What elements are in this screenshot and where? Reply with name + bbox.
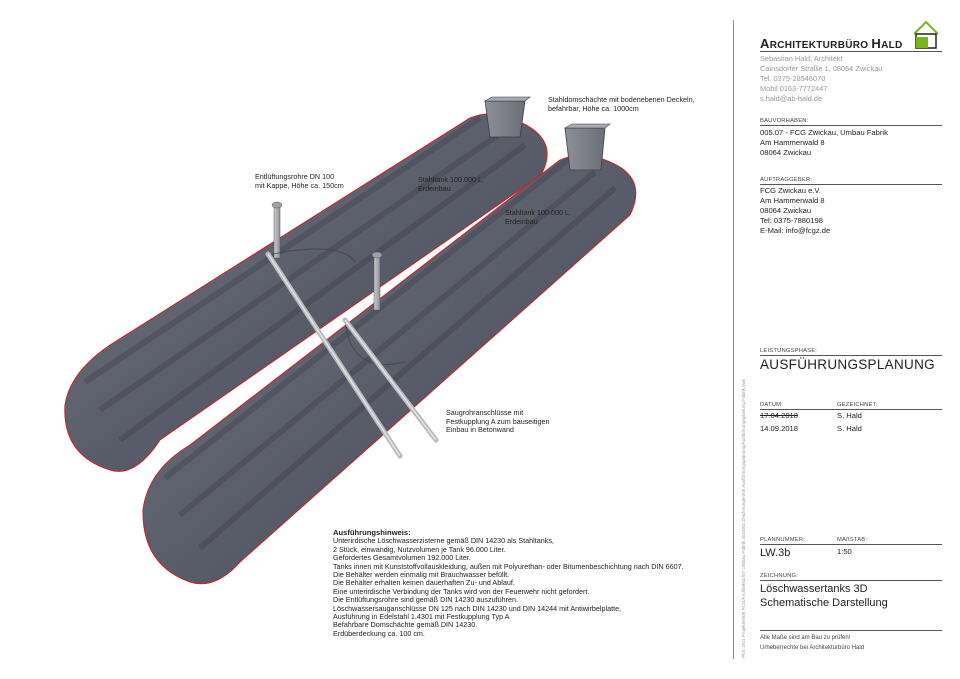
notes-line: Erdüberdeckung ca. 100 cm. [333,628,425,638]
notes-heading: Ausführungshinweis: [333,528,411,537]
tank-1 [64,113,548,472]
label-dome-shafts: Stahldomschächte mit bodenebenen Deckeln… [548,95,695,113]
notes-line: Befahrbare Domschächte gemäß DIN 14230. [333,620,478,630]
label-vent-pipes: Entlüftungsrohre DN 100 mit Kappe, Höhe … [255,172,344,190]
drawn-new: S. Hald [837,424,862,433]
vent-pipe-2 [371,251,383,311]
disclaimer-copyright: Urheberrechte bei Architekturbüro Hald [760,645,865,651]
notes-line: 2 Stück, einwandig, Nutzvolumen je Tank … [333,544,506,554]
project-value: 005.07 - FCG Zwickau, Umbau Fabrik Am Ha… [760,128,888,157]
date-label: DATUM: [760,402,783,408]
notes-line: Löschwassersauganschlüsse DN 125 nach DI… [333,603,622,613]
date-new: 14.09.2018 [760,424,799,433]
drawn-label: GEZEICHNET: [837,402,878,408]
notes-line: Gefordertes Gesamtvolumen 192.000 Liter. [333,553,471,563]
notes-line: Die Behälter werden einmalig mit Brauchw… [333,570,510,580]
client-value: FCG Zwickau e.V. Am Hammerwald 8 08064 Z… [760,186,831,235]
tank-2 [142,155,637,585]
notes-line: Eine unterirdische Verbindung der Tanks … [333,586,590,596]
vent-pipe-1 [271,201,283,259]
scale-label: MAßSTAB: [837,537,868,543]
dome-shaft-2 [563,123,611,171]
title-block: ARCHITEKTURBÜRO HALD Sebastian Hald, Arc… [733,20,945,659]
project-label: BAUVORHABEN: [760,118,809,124]
disclaimer-check: Alle Maße sind am Bau zu prüfen! [760,635,851,641]
drawing-label: ZEICHNUNG: [760,573,799,579]
suction-pipe-2 [342,317,439,443]
date-old: 17.04.2018 [760,411,799,420]
notes-line: Ausführung in Edelstahl 1.4301 mit Festk… [333,612,510,622]
notes-line: Unterirdische Löschwasserzisterne gemäß … [333,536,554,546]
drawing-value: Löschwassertanks 3D Schematische Darstel… [760,583,888,609]
firm-name: ARCHITEKTURBÜRO HALD [760,36,903,51]
tank-2-body [142,155,637,585]
firm-address: Sebastian Hald, Architekt Cainsdorfer St… [760,54,883,103]
label-tank-1: Stahltank 100.000 L, Erdeinbau [418,175,484,193]
client-label: AUFTRAGGEBER: [760,177,813,183]
execution-notes: Ausführungshinweis: Unterirdische Löschw… [333,528,733,638]
label-tank-2: Stahltank 100.000 L, Erdeinbau [505,208,571,226]
dome-shaft-1 [483,96,531,138]
tank-1-body [64,113,548,472]
house-logo-icon [913,20,939,49]
suction-pipe-1 [265,248,403,459]
notes-line: Die Behälter erhalten keinen dauerhaften… [333,578,515,588]
drawn-old: S. Hald [837,411,862,420]
notes-line: Tanks innen mit Kunststoffvollauskleidun… [333,561,684,571]
phase-label: LEISTUNGSPHASE: [760,348,818,354]
plan-number-label: PLANNUMMER: [760,537,806,543]
plan-number-value: LW.3b [760,547,791,559]
label-suction-pipes: Saugrohranschlüsse mit Festkupplung A zu… [446,408,550,435]
scale-value: 1:50 [837,547,852,556]
tank-drawing [64,96,637,585]
notes-line: Die Entlüftungsrohre sind gemäß DIN 1423… [333,595,518,605]
phase-value: AUSFÜHRUNGSPLANUNG [760,357,935,372]
